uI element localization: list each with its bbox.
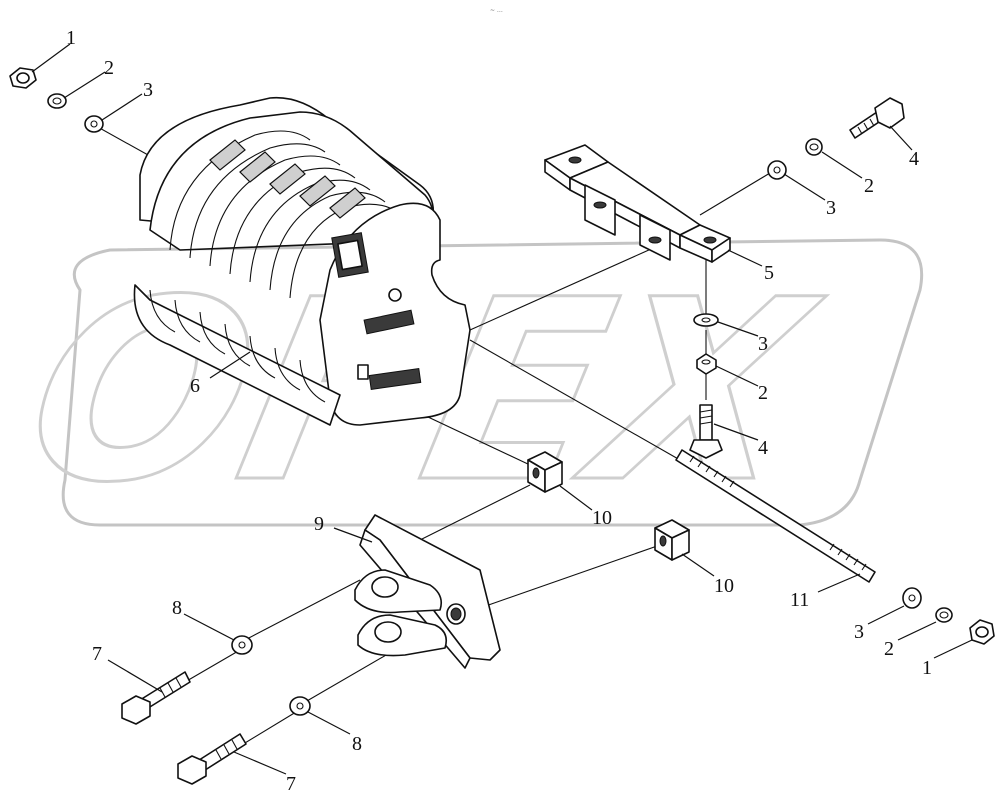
bolt-hitch-lower [177, 733, 247, 785]
tiny-mark: ~ … [490, 7, 503, 14]
callout-2: 2 [104, 57, 114, 79]
mounting-bracket [544, 144, 731, 263]
flat-washer-top-left [84, 115, 104, 133]
callout-8: 8 [352, 733, 362, 755]
callout-2: 2 [864, 175, 874, 197]
hitch-bracket [354, 514, 501, 669]
flat-washer-bottom-right [902, 587, 922, 609]
lock-washer-mid [696, 353, 717, 375]
callout-labels: 1 2 3 4 2 3 5 3 2 4 6 10 9 10 11 8 7 3 2… [66, 27, 932, 795]
callout-4: 4 [909, 148, 919, 170]
callout-3: 3 [854, 621, 864, 643]
callout-3: 3 [758, 333, 768, 355]
bolt-top-right [849, 97, 905, 139]
flat-washer-hitch-upper [231, 635, 253, 655]
callout-3: 3 [143, 79, 153, 101]
flat-washer-mid [693, 313, 719, 327]
callout-11: 11 [790, 589, 809, 611]
hex-nut-top-left [9, 67, 37, 89]
callout-2: 2 [758, 382, 768, 404]
flat-washer-hitch-lower [289, 696, 311, 716]
lock-washer-top-left [47, 93, 67, 109]
callout-leaders [31, 43, 973, 775]
flat-washer-top-right [767, 160, 787, 180]
threaded-rod [675, 449, 876, 583]
callout-10: 10 [592, 507, 612, 529]
callout-4: 4 [758, 437, 768, 459]
callout-5: 5 [764, 262, 774, 284]
callout-9: 9 [314, 513, 324, 535]
callout-7: 7 [92, 643, 102, 665]
callout-8: 8 [172, 597, 182, 619]
callout-1: 1 [922, 657, 932, 679]
lock-washer-bottom-right [935, 607, 953, 623]
square-nut-lower [654, 519, 690, 561]
counterweight-stack [133, 96, 471, 426]
opex-watermark: OPEX [4, 238, 924, 539]
callout-1: 1 [66, 27, 76, 49]
callout-2: 2 [884, 638, 894, 660]
hex-nut-bottom-right [969, 619, 995, 645]
bolt-hitch-upper [121, 671, 191, 725]
lock-washer-top-right [805, 138, 823, 156]
bolt-mid [689, 404, 723, 459]
callout-3: 3 [826, 197, 836, 219]
callout-6: 6 [190, 375, 200, 397]
callout-10: 10 [714, 575, 734, 597]
square-nut-upper [527, 451, 563, 493]
callout-7: 7 [286, 773, 296, 795]
